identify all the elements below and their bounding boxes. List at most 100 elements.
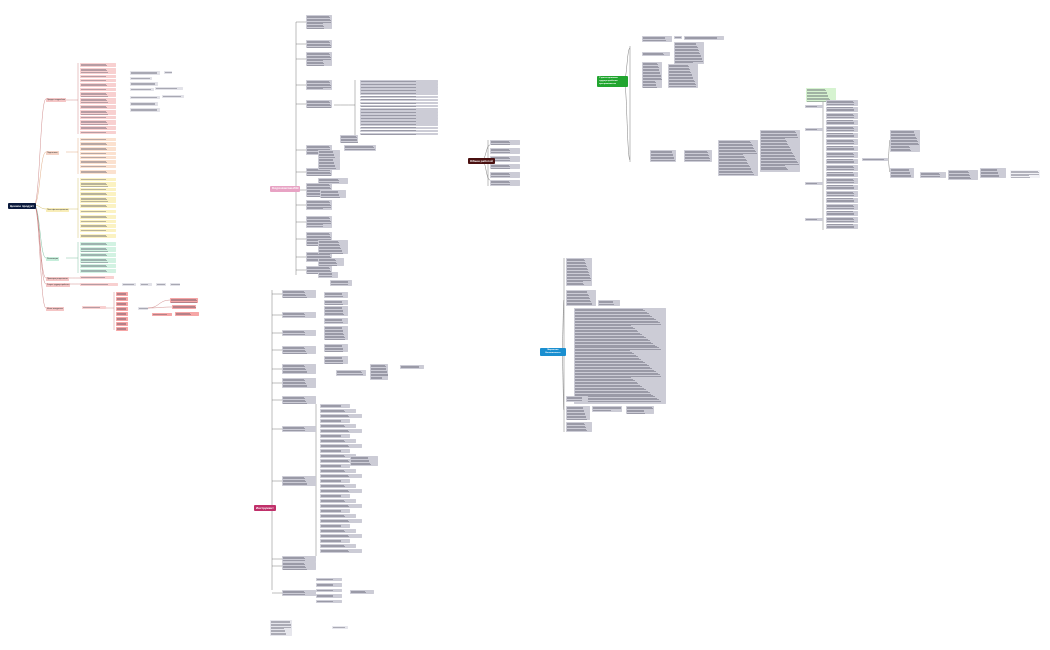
- strategy-detail-node[interactable]: [826, 204, 858, 210]
- mindmap-node[interactable]: [490, 164, 520, 169]
- mindmap-node[interactable]: [282, 590, 316, 596]
- resource-detail-node[interactable]: [360, 120, 438, 123]
- mindmap-node[interactable]: [490, 140, 520, 145]
- product-detail-node[interactable]: [80, 75, 116, 78]
- plan-node[interactable]: [80, 192, 116, 196]
- mindmap-node[interactable]: [890, 168, 914, 178]
- mindmap-node[interactable]: [320, 190, 346, 198]
- mindmap-node[interactable]: [674, 36, 682, 39]
- mindmap-node[interactable]: [566, 290, 596, 306]
- mindmap-node[interactable]: [324, 306, 348, 316]
- plan-node[interactable]: [80, 182, 116, 187]
- root-node-resource-2019[interactable]: Ресурсопластика 2019: [270, 186, 301, 192]
- strategy-detail-node[interactable]: [826, 217, 858, 223]
- mindmap-node[interactable]: [140, 283, 152, 286]
- instrument-detail-node[interactable]: [320, 514, 356, 519]
- branch-launch[interactable]: Запуск трудоустройства: [46, 283, 71, 287]
- root-node-marketing-security[interactable]: Маркетинг Безопасность: [540, 348, 566, 356]
- mindmap-node[interactable]: [684, 36, 724, 40]
- mindmap-node[interactable]: [282, 330, 316, 336]
- mindmap-node[interactable]: [805, 218, 823, 221]
- resource-detail-node[interactable]: [360, 98, 438, 102]
- mindmap-node[interactable]: [306, 52, 332, 66]
- preparation-node[interactable]: [80, 147, 116, 151]
- mindmap-node[interactable]: [306, 15, 332, 29]
- instrument-detail-node[interactable]: [320, 519, 362, 524]
- mindmap-node[interactable]: [306, 200, 332, 210]
- mindmap-node[interactable]: [306, 100, 332, 108]
- mindmap-node[interactable]: [626, 406, 654, 414]
- strategy-detail-node[interactable]: [826, 119, 858, 125]
- mindmap-node[interactable]: [306, 40, 332, 48]
- root-node-work-exchange[interactable]: Обмен работой: [468, 158, 495, 164]
- product-detail-node[interactable]: [80, 83, 116, 87]
- resource-detail-node[interactable]: [360, 129, 438, 133]
- mindmap-node[interactable]: [684, 150, 712, 162]
- instrument-detail-node[interactable]: [320, 424, 356, 429]
- instrument-detail-node[interactable]: [320, 474, 362, 479]
- instrument-detail-node[interactable]: [320, 524, 350, 529]
- implementation-node[interactable]: [80, 269, 116, 273]
- resource-detail-node[interactable]: [360, 83, 438, 86]
- result-node[interactable]: [116, 307, 128, 311]
- preparation-node[interactable]: [80, 138, 116, 141]
- mindmap-node[interactable]: [175, 312, 199, 316]
- product-detail-node[interactable]: [80, 63, 116, 67]
- mindmap-node[interactable]: [306, 80, 332, 90]
- instrument-detail-node[interactable]: [320, 479, 350, 484]
- preparation-node[interactable]: [80, 152, 116, 155]
- plan-node[interactable]: [80, 188, 116, 191]
- mindmap-node[interactable]: [316, 589, 342, 592]
- implementation-node[interactable]: [80, 247, 116, 252]
- result-node[interactable]: [116, 317, 128, 321]
- strategy-detail-node[interactable]: [826, 210, 858, 216]
- mindmap-node[interactable]: [330, 280, 352, 286]
- mindmap-node[interactable]: [806, 88, 836, 102]
- mindmap-node[interactable]: [282, 476, 316, 486]
- instrument-detail-node[interactable]: [320, 504, 362, 509]
- instrument-detail-node[interactable]: [320, 434, 350, 439]
- mindmap-node[interactable]: [130, 108, 160, 112]
- instrument-detail-node[interactable]: [320, 489, 362, 494]
- mindmap-node[interactable]: [490, 172, 520, 178]
- instrument-detail-node[interactable]: [320, 484, 356, 489]
- strategy-detail-node[interactable]: [826, 223, 858, 229]
- instrument-detail-node[interactable]: [320, 534, 362, 539]
- strategy-detail-node[interactable]: [826, 158, 858, 164]
- mindmap-node[interactable]: [282, 396, 316, 404]
- mindmap-node[interactable]: [340, 135, 358, 143]
- plan-node[interactable]: [80, 234, 116, 238]
- resource-detail-node[interactable]: [360, 123, 438, 127]
- mindmap-node[interactable]: [282, 312, 316, 318]
- result-node[interactable]: [116, 312, 128, 316]
- mindmap-node[interactable]: [642, 52, 670, 56]
- mindmap-node[interactable]: [805, 105, 823, 108]
- branch-implementation[interactable]: Реализация: [46, 257, 60, 261]
- plan-node[interactable]: [80, 210, 116, 213]
- mindmap-node[interactable]: [324, 344, 348, 352]
- strategy-detail-node[interactable]: [826, 126, 858, 132]
- instrument-detail-node[interactable]: [320, 419, 350, 424]
- resource-detail-node[interactable]: [360, 117, 438, 120]
- product-detail-node[interactable]: [80, 110, 116, 115]
- mindmap-node[interactable]: [162, 95, 184, 98]
- mindmap-node[interactable]: [80, 283, 118, 286]
- resource-detail-node[interactable]: [360, 104, 438, 108]
- instrument-detail-node[interactable]: [320, 469, 356, 474]
- mindmap-node[interactable]: [350, 590, 374, 594]
- mindmap-node[interactable]: [336, 370, 366, 376]
- mindmap-node[interactable]: [344, 145, 376, 151]
- instrument-detail-node[interactable]: [320, 404, 350, 409]
- mindmap-node[interactable]: [122, 283, 136, 286]
- instrument-detail-node[interactable]: [320, 509, 350, 514]
- implementation-node[interactable]: [80, 258, 116, 263]
- mindmap-node[interactable]: [490, 156, 520, 162]
- strategy-detail-node[interactable]: [826, 113, 858, 119]
- mindmap-node[interactable]: [152, 313, 172, 316]
- marketing-detail-node[interactable]: [574, 308, 666, 404]
- mindmap-node[interactable]: [318, 150, 340, 158]
- mindmap-node[interactable]: [282, 556, 316, 562]
- mindmap-node[interactable]: [674, 42, 704, 64]
- mindmap-node[interactable]: [490, 148, 520, 154]
- mindmap-node[interactable]: [282, 290, 316, 298]
